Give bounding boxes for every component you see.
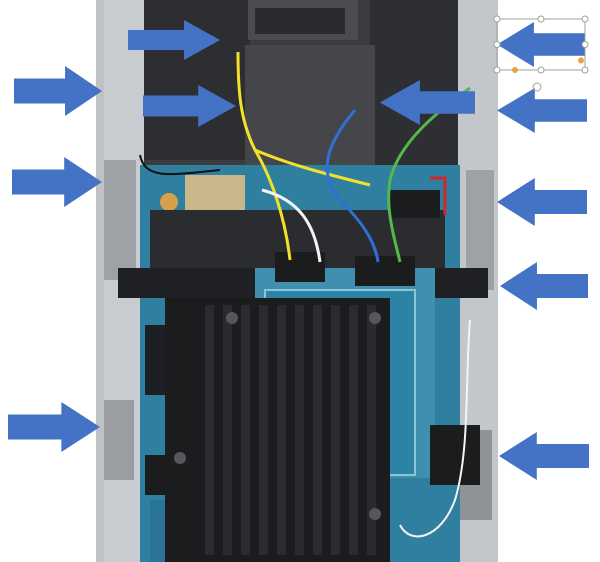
arrow-left-frame-3[interactable]	[8, 402, 100, 452]
resize-handle[interactable]	[581, 15, 589, 23]
arrow-top-center-inner[interactable]	[380, 80, 475, 125]
left-clip-1	[104, 160, 136, 280]
left-clip-2	[104, 400, 134, 480]
adjust-handle[interactable]	[512, 67, 518, 73]
resize-handle[interactable]	[493, 41, 501, 48]
arrow-top-left-inner[interactable]	[128, 20, 220, 60]
pcb-module	[185, 175, 245, 215]
heatsink-fin	[367, 305, 376, 555]
heatsink-fin	[331, 305, 340, 555]
resize-handle[interactable]	[493, 66, 501, 74]
tape-patch-2	[355, 256, 415, 286]
wire-blue	[325, 109, 380, 263]
resize-handle[interactable]	[493, 15, 501, 23]
heatsink-fin	[295, 305, 304, 555]
heatsink-fin	[259, 305, 268, 555]
connector-comb	[255, 8, 345, 34]
arrow-right-frame-4[interactable]	[499, 432, 589, 480]
arrow-upper-left-inner[interactable]	[143, 85, 236, 127]
heatsink-fin	[277, 305, 286, 555]
adjust-handle[interactable]	[578, 57, 584, 64]
pcb-gold-pad	[160, 193, 178, 211]
selection-handles[interactable]	[493, 15, 589, 92]
heatsink-fin	[241, 305, 250, 555]
rotate-handle-icon[interactable]	[532, 82, 542, 92]
device-photo	[96, 0, 498, 562]
heatsink-fin	[223, 305, 232, 555]
annotation-arrows	[8, 20, 589, 480]
wire-white	[261, 188, 322, 263]
arrow-right-frame-1[interactable]	[497, 88, 587, 133]
arrow-left-frame-2[interactable]	[12, 157, 102, 207]
top-bracket-right	[370, 0, 470, 170]
center-cover	[245, 45, 375, 165]
screw-3	[174, 452, 186, 464]
arrow-right-frame-3[interactable]	[500, 262, 588, 310]
wire-black-loop	[139, 154, 221, 176]
wire-white-lower	[399, 319, 471, 538]
heatsink-fin	[349, 305, 358, 555]
heatsink-fin	[313, 305, 322, 555]
arrow-top-right-selected[interactable]	[497, 22, 585, 67]
tape-patch-1	[275, 252, 325, 282]
heatsink-fin	[205, 305, 214, 555]
heatsink-fins	[205, 305, 376, 555]
tape-patch-lower-right	[430, 425, 480, 485]
resize-handle[interactable]	[537, 66, 545, 74]
screw-4	[369, 508, 381, 520]
resize-handle[interactable]	[581, 41, 589, 48]
screw-2	[369, 312, 381, 324]
arrow-left-frame-1[interactable]	[14, 66, 102, 116]
resize-handle[interactable]	[537, 15, 545, 23]
tape-patch-right	[390, 190, 440, 218]
wire-yellow-2	[254, 148, 371, 187]
arrow-right-frame-2[interactable]	[497, 178, 587, 226]
resize-handle[interactable]	[581, 66, 589, 74]
wire-red	[430, 176, 447, 215]
screw-1	[226, 312, 238, 324]
